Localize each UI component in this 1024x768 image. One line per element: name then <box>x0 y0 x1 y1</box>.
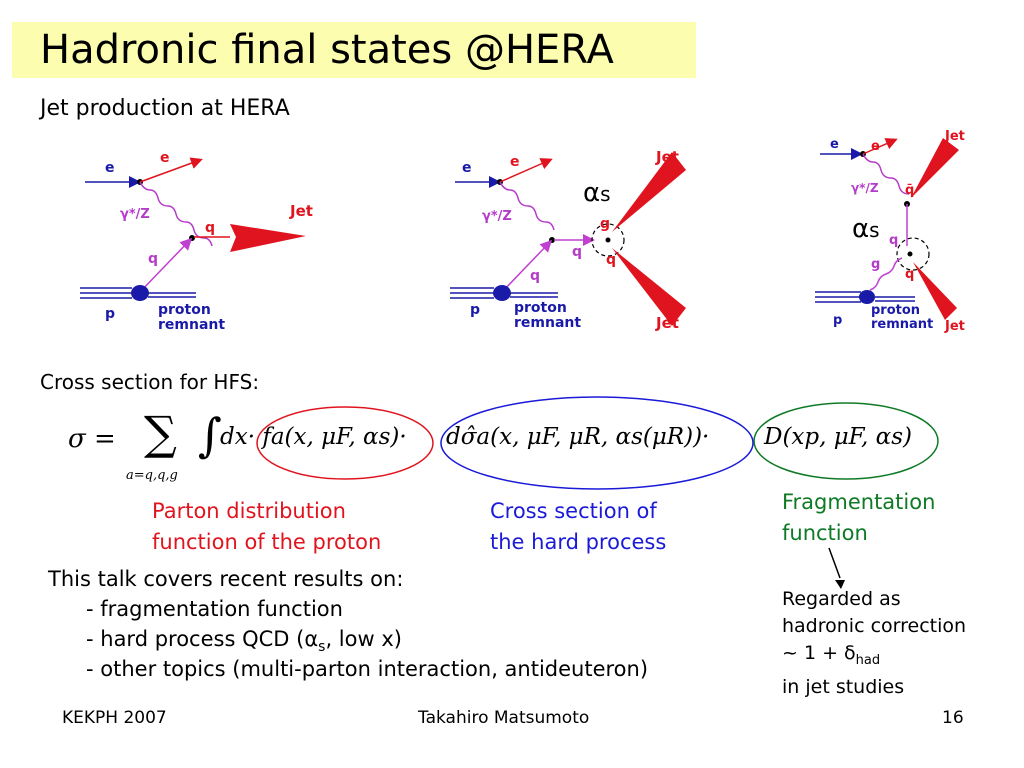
feynman-diagram-qcd-compton: e e γ*/Z q q g q Jet Jet p proton remnan… <box>450 148 686 332</box>
formula-integral: ∫ <box>198 408 222 462</box>
incoming-quark-line <box>139 237 193 293</box>
footer-author: Takahiro Matsumoto <box>418 708 590 728</box>
alpha-s-label-diagram2: αs <box>583 178 611 208</box>
svg-text:q: q <box>205 220 215 236</box>
jet-cone-upper <box>612 152 686 232</box>
jet-cone-lower-3 <box>913 262 957 320</box>
svg-text:g: g <box>600 216 610 232</box>
jet-cone <box>230 224 306 252</box>
svg-text:e: e <box>510 154 520 170</box>
svg-text:q: q <box>148 251 158 267</box>
alpha-s-label-diagram3: αs <box>852 214 880 244</box>
svg-text:Jet: Jet <box>655 148 679 166</box>
fragmentation-oval <box>753 402 939 480</box>
feynman-diagram-boson-gluon-fusion: e e γ*/Z q̄ q g q Jet Jet p proton remna… <box>815 129 965 334</box>
hard-process-oval <box>440 396 754 490</box>
svg-text:e: e <box>871 139 880 154</box>
svg-text:γ*/Z: γ*/Z <box>120 207 150 222</box>
svg-text:g: g <box>871 257 880 272</box>
svg-text:Jet: Jet <box>944 319 965 334</box>
arrow-line <box>828 547 841 579</box>
pdf-oval <box>256 406 434 480</box>
svg-text:e: e <box>462 160 472 176</box>
formula-frag-part: D(xp, μF, αs) <box>764 424 912 450</box>
talk-item-hard-process: - hard process QCD (αs, low x) <box>86 627 402 656</box>
svg-text:q: q <box>606 252 616 268</box>
hard-process-annotation: Cross section of the hard process <box>490 499 667 554</box>
svg-text:proton: proton <box>158 302 211 318</box>
formula-lhs: σ = <box>68 424 116 454</box>
svg-text:e: e <box>830 137 839 152</box>
jet-cone-lower <box>612 248 686 326</box>
feynman-diagram-lo: e e γ*/Z q q Jet p proton remnant <box>80 150 313 333</box>
svg-text:γ*/Z: γ*/Z <box>851 181 879 195</box>
talk-item-fragmentation: - fragmentation function <box>86 597 343 621</box>
pdf-annotation: Parton distribution function of the prot… <box>152 499 382 554</box>
svg-text:q: q <box>572 244 582 260</box>
svg-text:proton: proton <box>871 303 920 318</box>
vertex-circle <box>591 223 625 257</box>
svg-text:remnant: remnant <box>158 317 225 333</box>
slide-title: Hadronic final states @HERA <box>40 27 614 73</box>
cross-section-label: Cross section for HFS: <box>40 370 260 394</box>
svg-text:γ*/Z: γ*/Z <box>482 209 512 224</box>
svg-text:e: e <box>105 160 115 176</box>
outgoing-electron-line <box>139 157 203 183</box>
svg-text:q: q <box>530 268 540 284</box>
svg-text:q̄: q̄ <box>905 183 914 198</box>
formula-hard-part: dσ̂a(x, μF, μR, αs(μR))· <box>446 424 710 450</box>
footer-page-number: 16 <box>942 708 964 728</box>
footer-conference: KEKPH 2007 <box>62 708 167 728</box>
svg-text:p: p <box>470 302 480 318</box>
svg-text:q: q <box>889 233 898 248</box>
side-note: Regarded as hadronic correction ~ 1 + δh… <box>782 588 967 698</box>
proton-blob <box>131 285 149 301</box>
svg-text:remnant: remnant <box>514 315 581 331</box>
svg-text:proton: proton <box>514 300 567 316</box>
formula-sum: ∑ <box>144 406 177 460</box>
formula-sum-index: a=q,q,g <box>126 468 178 483</box>
svg-text:remnant: remnant <box>871 317 933 332</box>
jet-cone-upper-3 <box>911 138 959 198</box>
svg-text:p: p <box>105 306 115 322</box>
arrow-head <box>835 580 845 589</box>
fragmentation-annotation: Fragmentation function <box>782 490 936 545</box>
svg-text:Jet: Jet <box>289 202 313 220</box>
formula-pdf-part: dx· fa(x, μF, αs)· <box>220 424 407 450</box>
talk-intro: This talk covers recent results on: <box>48 567 404 591</box>
svg-text:Jet: Jet <box>655 314 679 332</box>
svg-text:q: q <box>905 267 914 282</box>
talk-item-other: - other topics (multi-parton interaction… <box>86 657 649 681</box>
svg-text:e: e <box>160 150 170 166</box>
svg-text:Jet: Jet <box>944 129 965 144</box>
title-banner <box>12 22 696 78</box>
slide-subtitle: Jet production at HERA <box>40 96 290 121</box>
svg-text:p: p <box>833 313 842 328</box>
